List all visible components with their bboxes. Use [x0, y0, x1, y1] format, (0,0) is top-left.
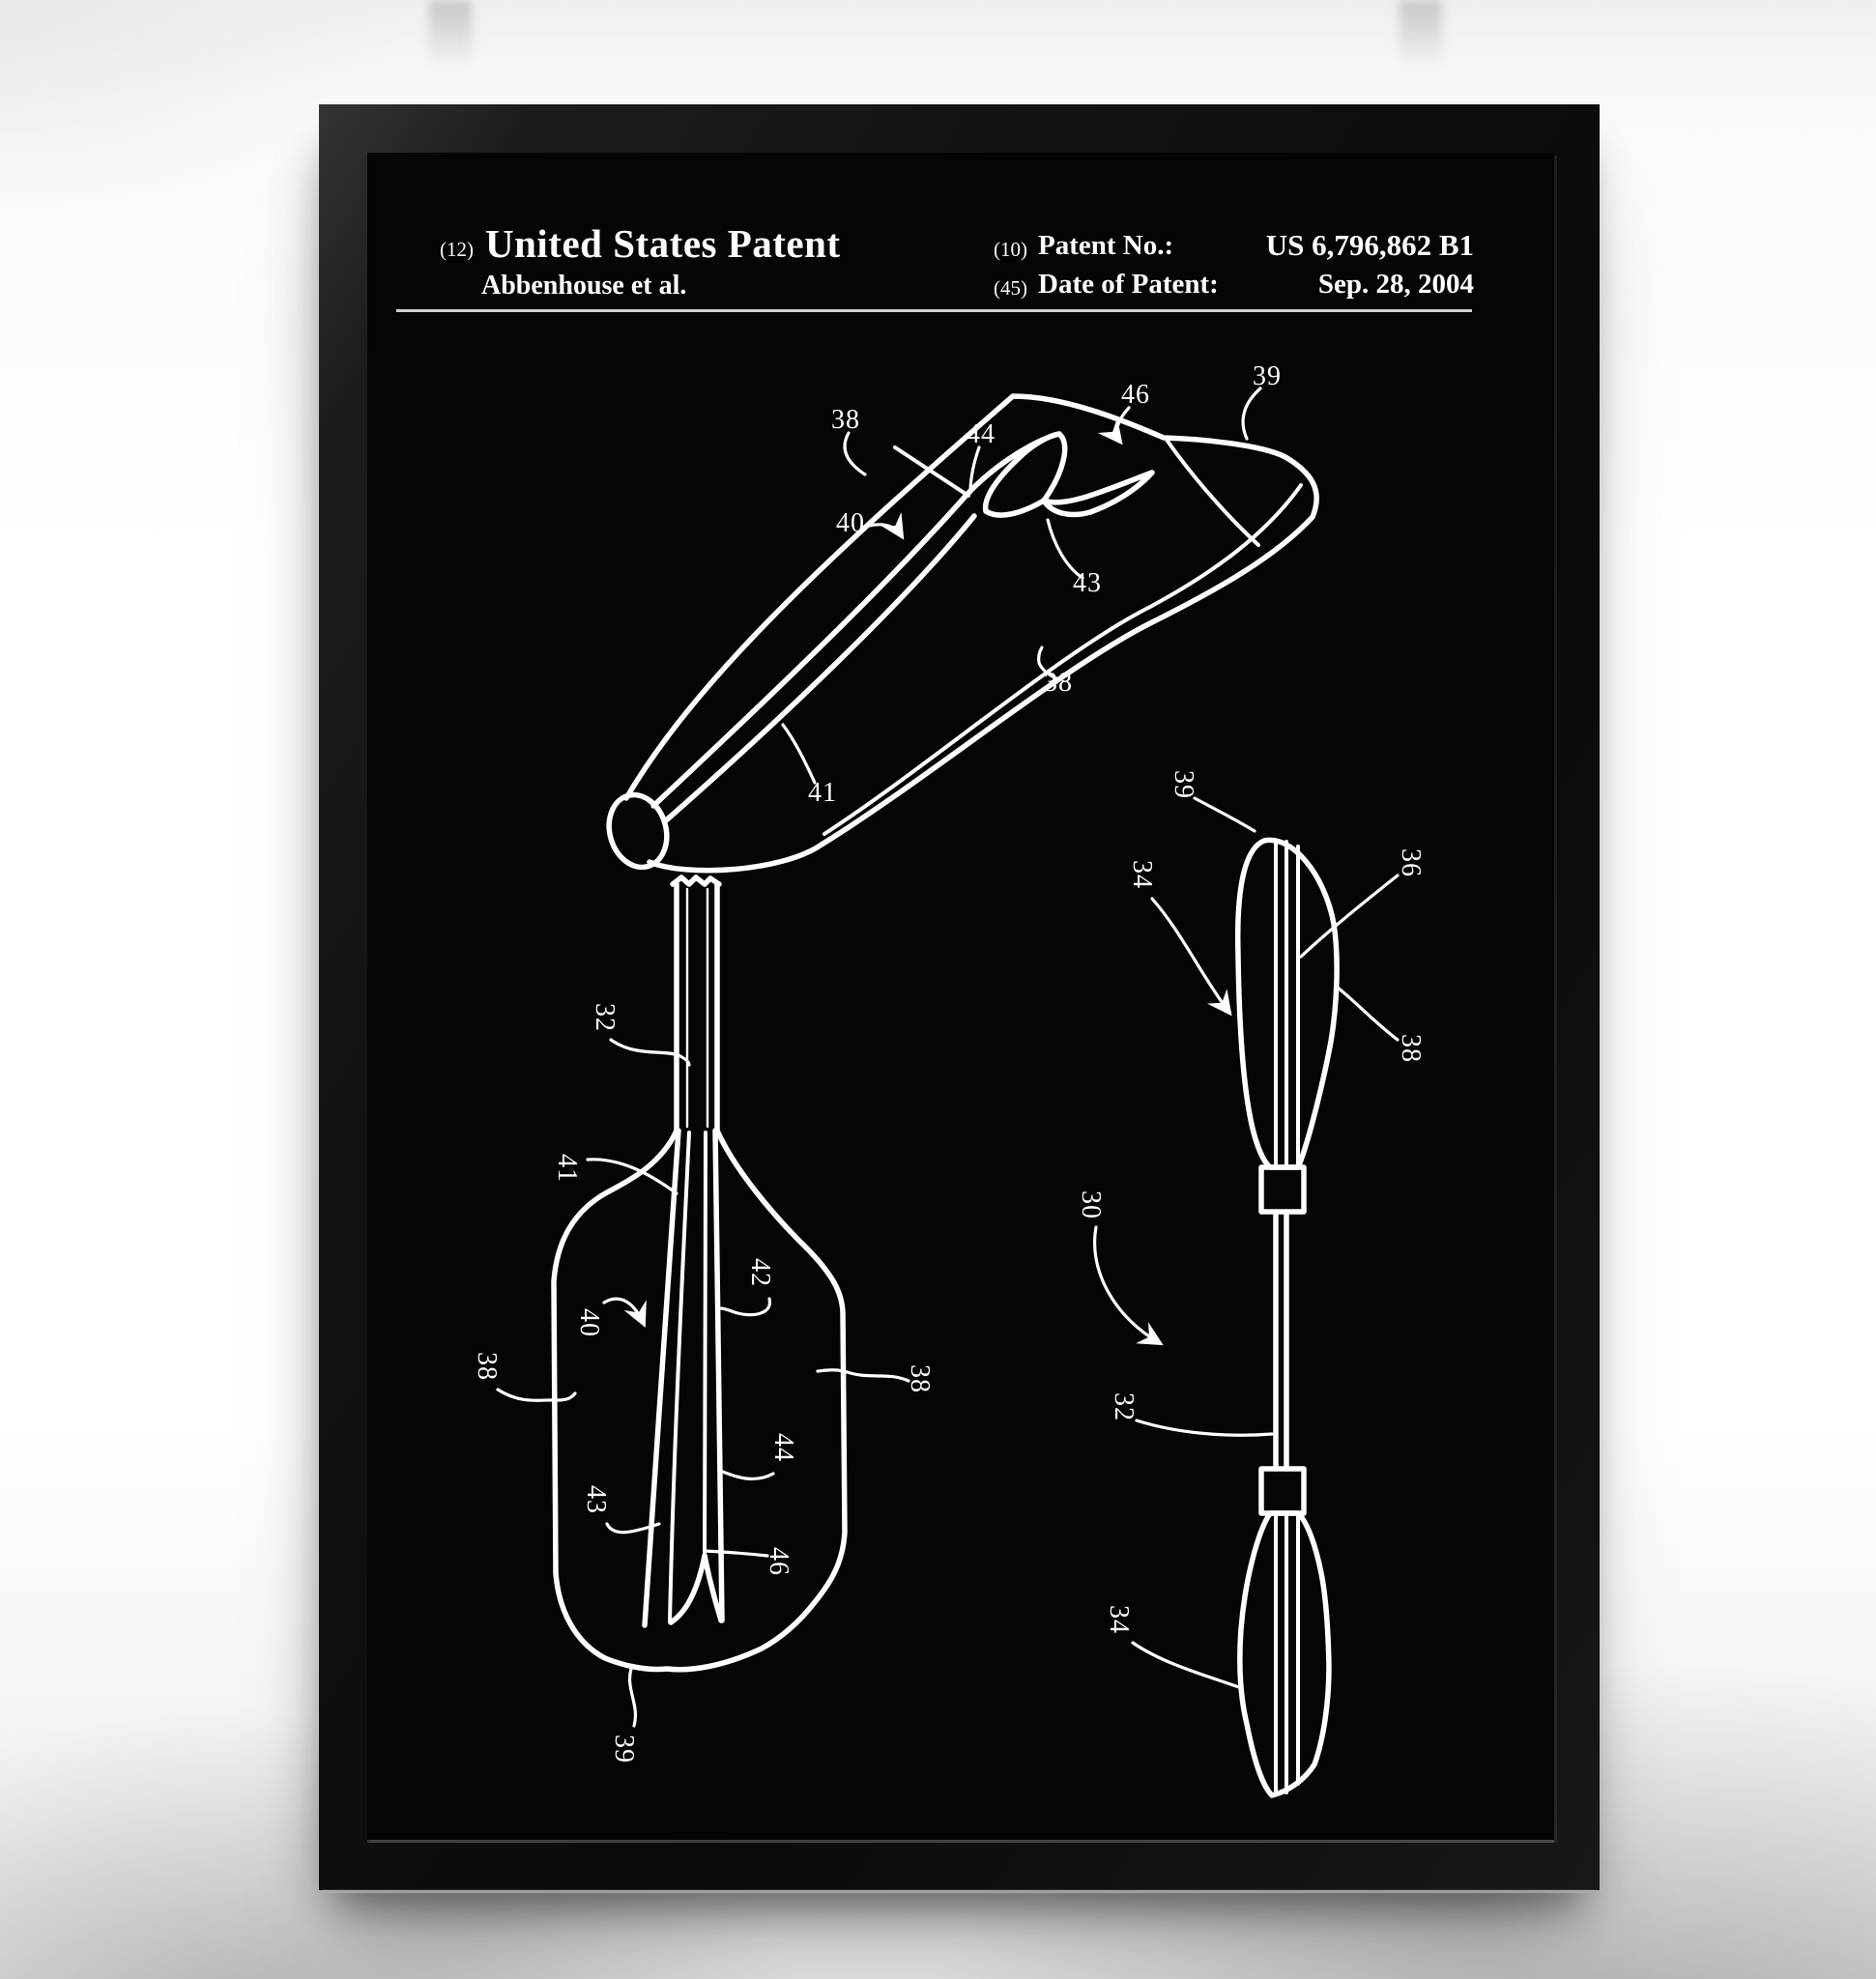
fig2-ref-41: 41 [552, 1154, 582, 1183]
fig1-ref-43: 43 [1073, 568, 1102, 598]
picture-frame: (12) United States Patent Abbenhouse et … [319, 104, 1600, 1890]
fig2-ref-38: 38 [472, 1352, 502, 1381]
fig1-ref-38: 38 [831, 405, 860, 435]
fig1-ref-44: 44 [967, 419, 996, 449]
patent-no-value: US 6,796,862 B1 [1265, 228, 1474, 262]
fig2-ref-32: 32 [590, 1003, 620, 1032]
fig1-leader-lines [781, 387, 1262, 785]
fig3-ref-39: 39 [1169, 770, 1198, 799]
fig3-leader-lines [1093, 796, 1400, 1689]
fig2-ref-40: 40 [574, 1308, 604, 1337]
fig2-ref-42: 42 [745, 1258, 775, 1287]
patent-no-code: (10) [994, 238, 1027, 261]
patent-drawings [496, 387, 1400, 1798]
fig2-ref-46: 46 [764, 1547, 794, 1576]
fig2-ref-44: 44 [768, 1433, 798, 1462]
fig1-perspective-blade [606, 387, 1319, 874]
kind-code: (12) [440, 238, 474, 261]
fig2-leader-lines [496, 1038, 910, 1558]
fig1-ref-40: 40 [836, 508, 865, 538]
fig3-ref-34: 34 [1104, 1605, 1134, 1634]
wall-shadow-streak-right [1400, 0, 1442, 68]
inventor-name: Abbenhouse et al. [481, 271, 687, 301]
fig2-ref-39: 39 [609, 1735, 639, 1764]
fig2-plan-blade [496, 875, 910, 1728]
patent-title: United States Patent [485, 221, 841, 266]
fig1-ref-41: 41 [808, 778, 837, 808]
header-divider [396, 309, 1472, 312]
fig2-ref-38: 38 [905, 1364, 935, 1393]
fig3-ref-38: 38 [1396, 1034, 1426, 1063]
date-value: Sep. 28, 2004 [1317, 269, 1474, 300]
fig3-ref-32: 32 [1109, 1392, 1139, 1421]
fig1-ref-46: 46 [1121, 380, 1150, 410]
wall-shadow-streak-left [429, 0, 472, 68]
fig1-ref-38: 38 [1044, 668, 1073, 698]
patent-poster: (12) United States Patent Abbenhouse et … [367, 153, 1554, 1840]
fig3-ref-34: 34 [1127, 860, 1157, 889]
fig3-ref-30: 30 [1076, 1190, 1106, 1219]
fig3-ref-36: 36 [1396, 848, 1426, 877]
patent-no-label: Patent No.: [1038, 230, 1174, 261]
date-label: Date of Patent: [1038, 269, 1219, 300]
fig2-ref-43: 43 [581, 1485, 611, 1514]
fig3-full-paddle [1093, 796, 1400, 1798]
date-code: (45) [994, 276, 1027, 300]
fig1-ref-39: 39 [1253, 361, 1282, 391]
